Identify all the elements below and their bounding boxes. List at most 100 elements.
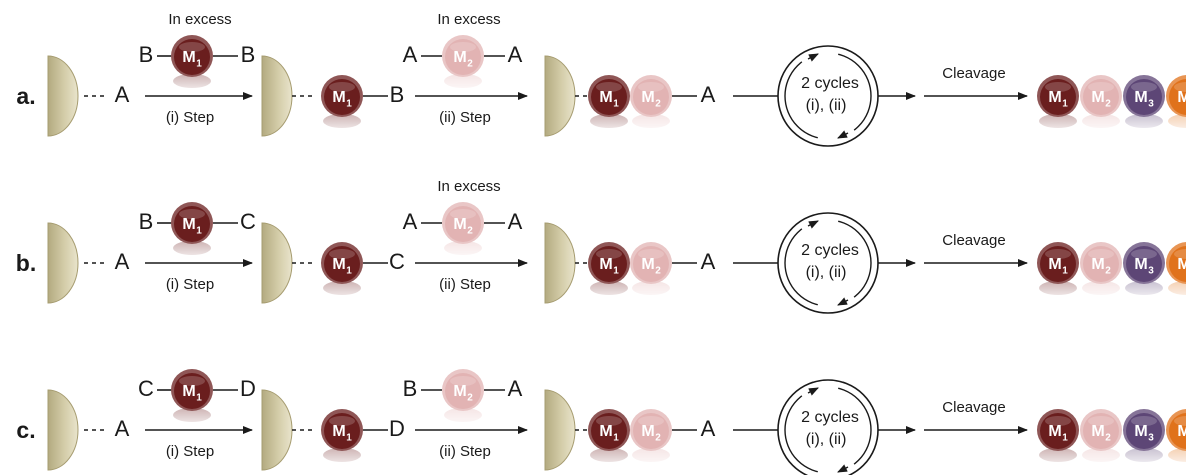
- reagent2-monomer-highlight: [450, 209, 476, 219]
- reagent2-right-group: A: [508, 376, 523, 401]
- inter2-monomer1-highlight: [596, 82, 622, 92]
- reagent2-monomer-reflection-fade: [442, 73, 484, 89]
- cycle-arrow-gap-bottom: [817, 295, 856, 308]
- inter2-monomer2-highlight: [638, 416, 664, 426]
- resin-inter1: [261, 389, 293, 471]
- cycle-arrow-top: [807, 220, 819, 229]
- product-monomer-2-highlight: [1088, 416, 1114, 426]
- inter1-monomer-reflection-fade: [321, 113, 363, 129]
- excess-note-step1: In excess: [168, 11, 231, 28]
- reagent2-monomer-reflection-fade: [442, 407, 484, 423]
- product-monomer-4: M4: [1166, 75, 1186, 129]
- product-monomer-1-subscript: 1: [1062, 99, 1068, 110]
- inter2-monomer2-reflection-fade: [630, 280, 672, 296]
- cycle-steps-label: (i), (ii): [806, 264, 847, 281]
- product-monomer-2-body: [1083, 79, 1119, 115]
- inter2-monomer1-highlight: [596, 249, 622, 259]
- product-monomer-3-reflection-fade: [1123, 447, 1165, 463]
- resin-inter2: [544, 222, 576, 304]
- step2-label: (ii) Step: [439, 276, 491, 293]
- inter1-monomer-subscript: 1: [346, 99, 352, 110]
- inter2-monomer1-reflection-fade: [588, 113, 630, 129]
- cycle-arrow-bottom: [837, 297, 849, 306]
- inter2-monomer2-body: [633, 246, 669, 282]
- inter2-monomer1-label: M: [599, 423, 612, 440]
- product-monomer-1-body: [1040, 246, 1076, 282]
- cycle-inner-circle: [784, 219, 872, 307]
- inter2-end-group: A: [701, 82, 716, 107]
- cycle-count-label: 2 cycles: [801, 75, 859, 92]
- product-monomer-2-reflection-fade: [1080, 447, 1122, 463]
- reagent2-right-group: A: [508, 209, 523, 234]
- reagent2-monomer-subscript: 2: [467, 59, 473, 70]
- product-monomer-1-highlight: [1045, 249, 1071, 259]
- product-monomer-2-reflection-fade: [1080, 280, 1122, 296]
- reagent1-monomer-subscript: 1: [196, 59, 202, 70]
- reagent2-left-group: A: [403, 42, 418, 67]
- reagent2-left-group: B: [403, 376, 418, 401]
- resin-inter1-bead: [261, 55, 293, 137]
- cycle-arrow-gap-bottom: [817, 462, 856, 475]
- reagent1-monomer-body: [174, 373, 210, 409]
- inter2-monomer2-subscript: 2: [655, 266, 661, 277]
- product-monomer-4-body: [1169, 413, 1186, 449]
- product-monomer-4-reflection-fade: [1166, 113, 1186, 129]
- product-monomer-2-reflection-fade: [1080, 113, 1122, 129]
- step1-label: (i) Step: [166, 276, 214, 293]
- inter1-monomer-body: [324, 246, 360, 282]
- product-monomer-4-highlight: [1174, 249, 1186, 259]
- anchor-group: A: [115, 416, 130, 441]
- cycle-outer-circle: [777, 45, 879, 147]
- resin-inter2: [544, 389, 576, 471]
- product-monomer-3-label: M: [1134, 423, 1147, 440]
- product-monomer-4-body: [1169, 79, 1186, 115]
- product-monomer-4-body: [1169, 246, 1186, 282]
- excess-note-step2: In excess: [437, 11, 500, 28]
- inter2-monomer2-body: [633, 413, 669, 449]
- resin-start-bead: [47, 389, 79, 471]
- product-monomer-4-reflection-fade: [1166, 280, 1186, 296]
- cycle-symbol: 2 cycles(i), (ii): [777, 212, 879, 314]
- reagent2-left-group: A: [403, 209, 418, 234]
- inter1-monomer-reflection-fade: [321, 280, 363, 296]
- anchor-group: A: [115, 82, 130, 107]
- reagent1-monomer-body: [174, 39, 210, 75]
- product-monomer-2-highlight: [1088, 249, 1114, 259]
- cleavage-label: Cleavage: [942, 399, 1005, 416]
- reagent2-monomer-subscript: 2: [467, 393, 473, 404]
- reagent1-monomer-label: M: [182, 216, 195, 233]
- reagent2-monomer-label: M: [453, 216, 466, 233]
- inter1-end-group: C: [389, 249, 405, 274]
- inter1-monomer-body: [324, 413, 360, 449]
- product-monomer-2-subscript: 2: [1105, 99, 1111, 110]
- product-monomer-3-highlight: [1131, 416, 1157, 426]
- product-monomer-1-label: M: [1048, 423, 1061, 440]
- reagent2-monomer-highlight: [450, 376, 476, 386]
- anchor-group: A: [115, 249, 130, 274]
- reagent2-right-group: A: [508, 42, 523, 67]
- inter2-end-group: A: [701, 416, 716, 441]
- cycle-arrow-bottom: [837, 464, 849, 473]
- cycle-arrow-top: [807, 387, 819, 396]
- row-label: b.: [16, 250, 36, 276]
- cycle-arrow-gap-top: [800, 218, 839, 231]
- cycle-symbol: 2 cycles(i), (ii): [777, 45, 879, 147]
- inter2-end-group: A: [701, 249, 716, 274]
- cycle-inner-circle: [784, 386, 872, 474]
- resin-inter2-bead: [544, 389, 576, 471]
- product-monomer-2-body: [1083, 413, 1119, 449]
- cycle-symbol: 2 cycles(i), (ii): [777, 379, 879, 475]
- resin-inter1-bead: [261, 389, 293, 471]
- product-monomer-2-body: [1083, 246, 1119, 282]
